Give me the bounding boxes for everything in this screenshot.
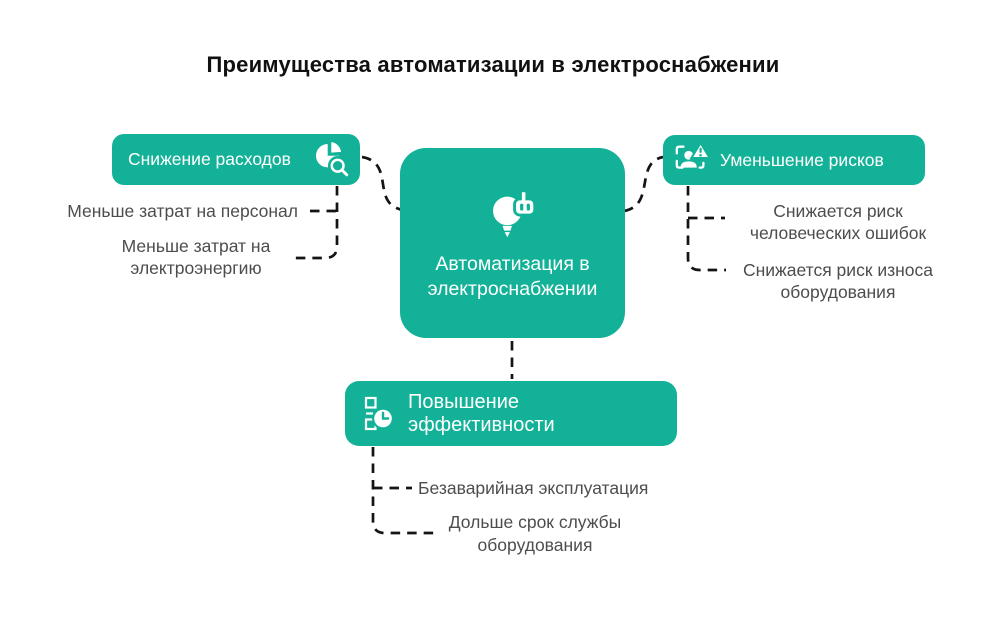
connector-right-leaves-spine: [686, 186, 726, 272]
person-scan-warning-icon: [673, 141, 711, 179]
checklist-clock-icon: [357, 394, 397, 434]
efficiency-increase-label: Повышение эффективности: [408, 390, 555, 436]
leaf-less-staff-costs: Меньше затрат на персонал: [67, 201, 298, 221]
node-central-automation: Автоматизация в электроснабжении: [400, 148, 625, 338]
node-risk-reduction: Уменьшение рисков: [663, 135, 925, 185]
connector-right-branch-curve: [623, 155, 664, 213]
leaf-less-equipment-wear: Снижается риск износа оборудования: [742, 260, 934, 302]
leaf-less-human-errors: Снижается риск человеческих ошибок: [749, 201, 927, 243]
central-node-label: Автоматизация в электроснабжении: [427, 252, 598, 300]
node-cost-reduction: Снижение расходов: [112, 134, 360, 185]
risk-reduction-label: Уменьшение рисков: [720, 149, 884, 170]
pie-chart-magnifier-icon: [312, 141, 350, 179]
cost-reduction-label: Снижение расходов: [128, 149, 291, 169]
leaf-accident-free-operation: Безаварийная эксплуатация: [418, 478, 649, 498]
page-title: Преимущества автоматизации в электроснаб…: [206, 52, 780, 77]
node-efficiency-increase: Повышение эффективности: [345, 381, 677, 446]
connector-left-leaves-spine: [291, 186, 339, 260]
connector-left-branch-curve: [361, 155, 404, 212]
leaf-less-electricity-costs: Меньше затрат на электроэнергию: [121, 236, 271, 278]
leaf-longer-service-life: Дольше срок службы оборудования: [448, 512, 622, 555]
lightbulb-robot-icon: [484, 185, 542, 243]
